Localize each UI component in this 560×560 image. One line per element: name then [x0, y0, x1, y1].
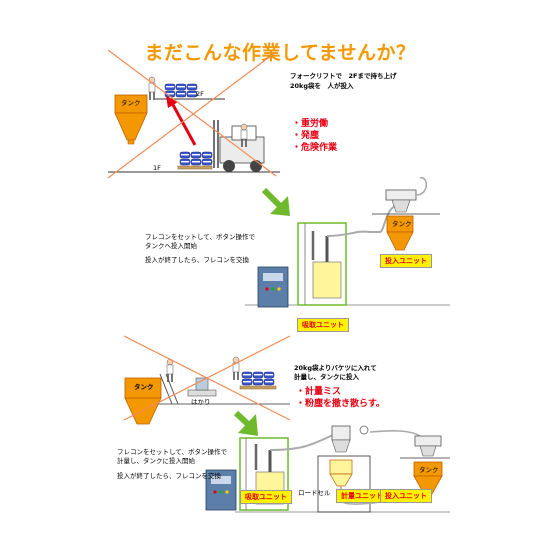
top-bullet-list: ・重労働 ・発塵 ・危険作業 [292, 118, 337, 154]
floor-label-1f: 1F [153, 164, 161, 172]
bottom-section-graphic [205, 425, 450, 513]
tank-label: タンク [419, 466, 439, 474]
page-title: まだこんな作業してませんか？ [144, 42, 416, 64]
input-unit-label: 投入ユニット [380, 489, 432, 503]
top-description-line2: 20kg袋を 人が投入 [290, 82, 354, 90]
tank-label: タンク [392, 220, 412, 228]
bottom-instruction-3: 投入が終了したら、フレコンを交換 [117, 472, 221, 480]
green-arrow-icon [261, 187, 290, 216]
cross-line [107, 51, 277, 179]
top-description-line1: フォークリフトで 2Fまで持ち上げ [290, 72, 397, 80]
suction-unit-label: 吸取ユニット [240, 490, 292, 504]
lower-bullet: ・粉塵を撒き散らす。 [296, 399, 385, 409]
frecon-frame [297, 222, 347, 306]
lower-bullet: ・計量ミス [296, 387, 342, 397]
middle-instruction-1: フレコンをセットして、ボタン操作で [145, 233, 255, 241]
bottom-instruction-2: 計量し、タンクに投入開始 [117, 457, 195, 465]
forklift-icon [213, 120, 265, 172]
middle-instruction-3: 投入が終了したら、フレコンを交換 [145, 256, 249, 264]
top-bullet: ・重労働 [292, 119, 329, 129]
load-cell-label: ロードセル [298, 489, 331, 497]
green-arrow-icon [233, 410, 258, 436]
cross-line [107, 49, 277, 177]
middle-instruction-2: タンクへ投入開始 [145, 242, 197, 250]
cross-line [123, 335, 291, 421]
lower-description-line1: 20kg袋よりバケツに入れて [294, 364, 377, 372]
lower-section-graphic [123, 335, 291, 425]
lower-bullet-list: ・計量ミス ・粉塵を撒き散らす。 [296, 386, 385, 410]
top-bullet: ・発塵 [292, 131, 320, 141]
tank-label: タンク [121, 99, 141, 107]
top-bullet: ・危険作業 [292, 143, 338, 153]
suction-unit-label: 吸取ユニット [297, 318, 349, 332]
scale-label: はかり [191, 398, 211, 406]
top-section-graphic [107, 49, 280, 179]
lower-description-line2: 計量し、タンクに投入 [294, 373, 359, 381]
tank-label: タンク [134, 383, 154, 391]
bottom-instruction-1: フレコンをセットして、ボタン操作で [117, 448, 227, 456]
middle-section-graphic [245, 177, 450, 308]
input-unit-label: 投入ユニット [380, 254, 432, 268]
floor-label-2f: 2F [196, 90, 204, 98]
